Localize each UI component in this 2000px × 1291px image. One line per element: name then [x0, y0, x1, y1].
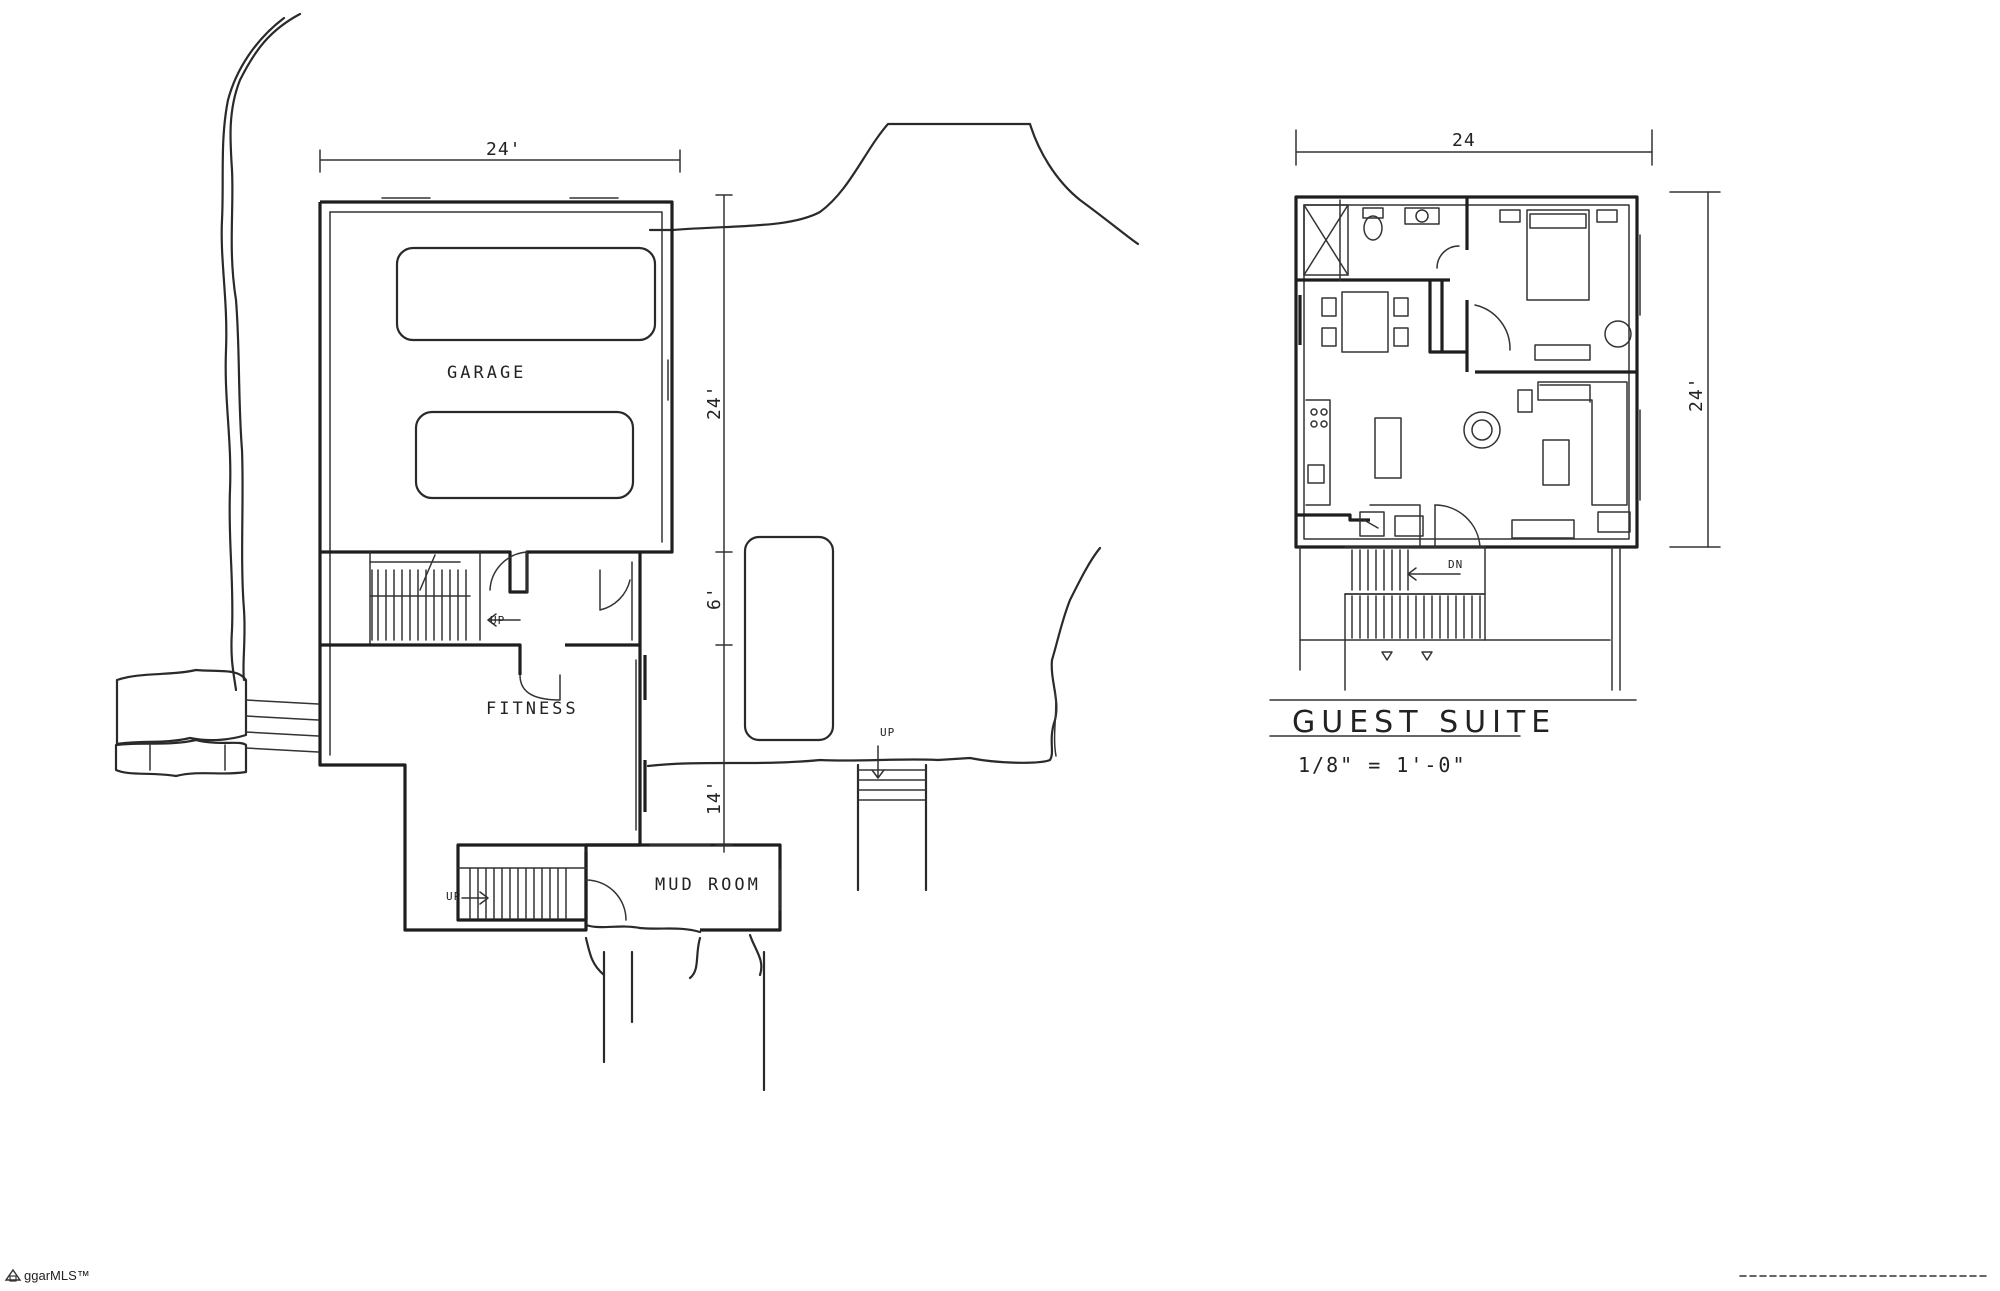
plan-scale-note: 1/8" = 1'-0" — [1298, 753, 1467, 777]
garage-cars — [395, 246, 657, 500]
dimension-width-top: 24' — [486, 139, 522, 160]
guest-suite-walls — [1294, 195, 1641, 549]
mls-watermark-text: ggarMLS™ — [24, 1267, 90, 1283]
dimension-suite-width: 24 — [1452, 130, 1476, 151]
left-plan-walls — [318, 197, 782, 932]
stair-label-up-lower: UP — [446, 890, 461, 903]
stair-label-up-walkway: UP — [880, 726, 895, 739]
guest-suite-furniture — [1303, 204, 1632, 548]
plan-title-guest-suite: GUEST SUITE — [1292, 705, 1556, 740]
mls-logo-icon — [4, 1268, 22, 1282]
site-landscape-lines — [114, 12, 1140, 1092]
mls-watermark: ggarMLS™ — [4, 1262, 90, 1288]
stair-label-up-upper: UP — [490, 614, 505, 627]
guest-suite-stairs — [1299, 546, 1621, 691]
dimension-depth-mid: 6' — [704, 586, 725, 610]
room-label-fitness: FITNESS — [486, 699, 579, 719]
stair-label-dn: DN — [1448, 558, 1463, 571]
left-plan-labels: GARAGE FITNESS MUD ROOM UP UP UP 24' 24'… — [446, 139, 895, 903]
room-label-garage: GARAGE — [447, 363, 526, 383]
guest-suite-dimensions — [1269, 129, 1721, 737]
dimension-depth-garage: 24' — [704, 384, 725, 420]
dimension-suite-depth: 24' — [1686, 376, 1707, 412]
left-plan-dimensions — [319, 149, 885, 853]
left-plan-stairs — [369, 551, 631, 922]
guest-suite-labels: 24 24' DN GUEST SUITE 1/8" = 1'-0" — [1292, 130, 1707, 777]
room-label-mud-room: MUD ROOM — [655, 875, 761, 895]
dimension-depth-lower: 14' — [704, 779, 725, 815]
